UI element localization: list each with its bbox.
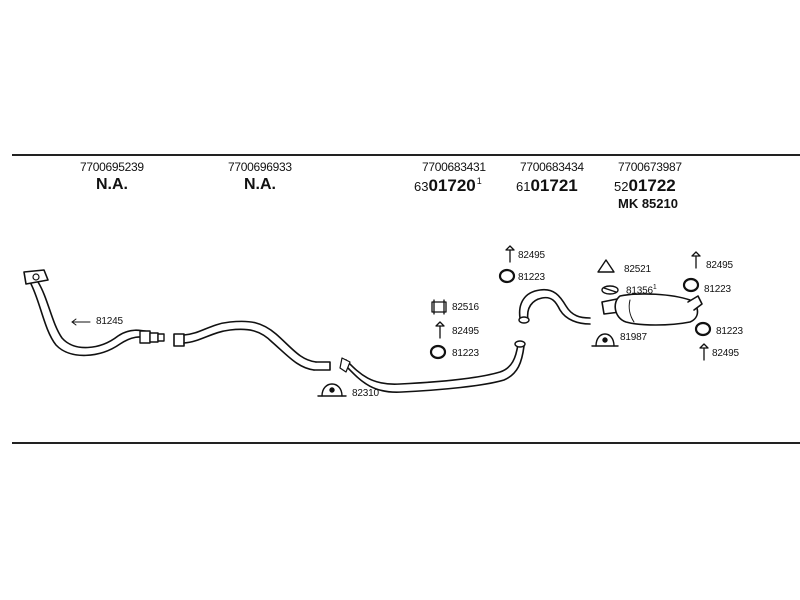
- part-number-4: 7700683434: [520, 160, 584, 174]
- part-label-82310: 82310: [352, 388, 379, 399]
- kit-number-5: MK 85210: [618, 196, 678, 211]
- code-main-4: 01721: [530, 176, 578, 195]
- code-sup-3: 1: [476, 176, 482, 187]
- part-number-3: 7700683431: [422, 160, 486, 174]
- u-clamp-icon: [317, 383, 347, 397]
- manifold-flange-hole: [32, 273, 40, 281]
- part-label-82495-right-bottom: 82495: [712, 348, 739, 359]
- code-prefix-4: 61: [516, 179, 531, 194]
- part-label-82495-right-top: 82495: [706, 260, 733, 271]
- code-prefix-5: 52: [614, 179, 629, 194]
- ring-icon-top: [498, 268, 516, 284]
- note-1: N.A.: [96, 176, 128, 193]
- intermediate-pipe-2: [339, 340, 526, 393]
- part-label-81356-sup: 1: [652, 284, 657, 291]
- front-downpipe: [29, 281, 151, 357]
- part-label-82521: 82521: [624, 264, 651, 275]
- ring-icon-mid: [429, 344, 447, 360]
- catalog-code-3: 63017201: [414, 176, 482, 196]
- part-label-81223-mid: 81223: [452, 348, 479, 359]
- part-label-81223-right-top: 81223: [704, 284, 731, 295]
- code-main-5: 01722: [628, 176, 676, 195]
- part-label-82495-mid: 82495: [452, 326, 479, 337]
- catalog-code-4: 6101721: [516, 176, 578, 196]
- part-label-82495-top: 82495: [518, 250, 545, 261]
- part-number-2: 7700696933: [228, 160, 292, 174]
- code-main-3: 01720: [428, 176, 476, 195]
- part-number-5: 7700673987: [618, 160, 682, 174]
- intermediate-pipe-1: [173, 320, 331, 371]
- part-label-81987: 81987: [620, 332, 647, 343]
- part-label-82516: 82516: [452, 302, 479, 313]
- bolt-icon-top: [505, 245, 515, 263]
- note-2: N.A.: [244, 176, 276, 193]
- u-clamp-icon-right: [591, 333, 619, 347]
- part-label-81223-top: 81223: [518, 272, 545, 283]
- bottom-divider-line: [12, 442, 800, 444]
- bolt-icon-right-top: [691, 251, 701, 269]
- code-prefix-3: 63: [414, 179, 429, 194]
- top-divider-line: [12, 154, 800, 156]
- bolt-icon-right-bottom: [699, 343, 709, 361]
- ring-icon-right-bottom: [694, 321, 712, 337]
- connecting-bend-pipe: [518, 288, 591, 325]
- clamp-leader-icon: [71, 318, 91, 326]
- catalog-code-5: 5201722: [614, 176, 676, 196]
- rear-silencer: [601, 293, 703, 326]
- ring-icon-right-top: [682, 277, 700, 293]
- bolt-icon-mid: [435, 321, 445, 339]
- part-label-81223-right-bottom: 81223: [716, 326, 743, 337]
- part-label-81356-text: 81356: [626, 285, 653, 297]
- rubber-hanger-icon: [431, 299, 447, 315]
- part-label-81356: 813561: [626, 284, 657, 296]
- front-pipe-joint: [139, 330, 165, 344]
- triangle-hanger-icon: [597, 259, 615, 273]
- part-number-1: 7700695239: [80, 160, 144, 174]
- band-clamp-icon: [601, 285, 619, 295]
- part-label-81245: 81245: [96, 316, 123, 327]
